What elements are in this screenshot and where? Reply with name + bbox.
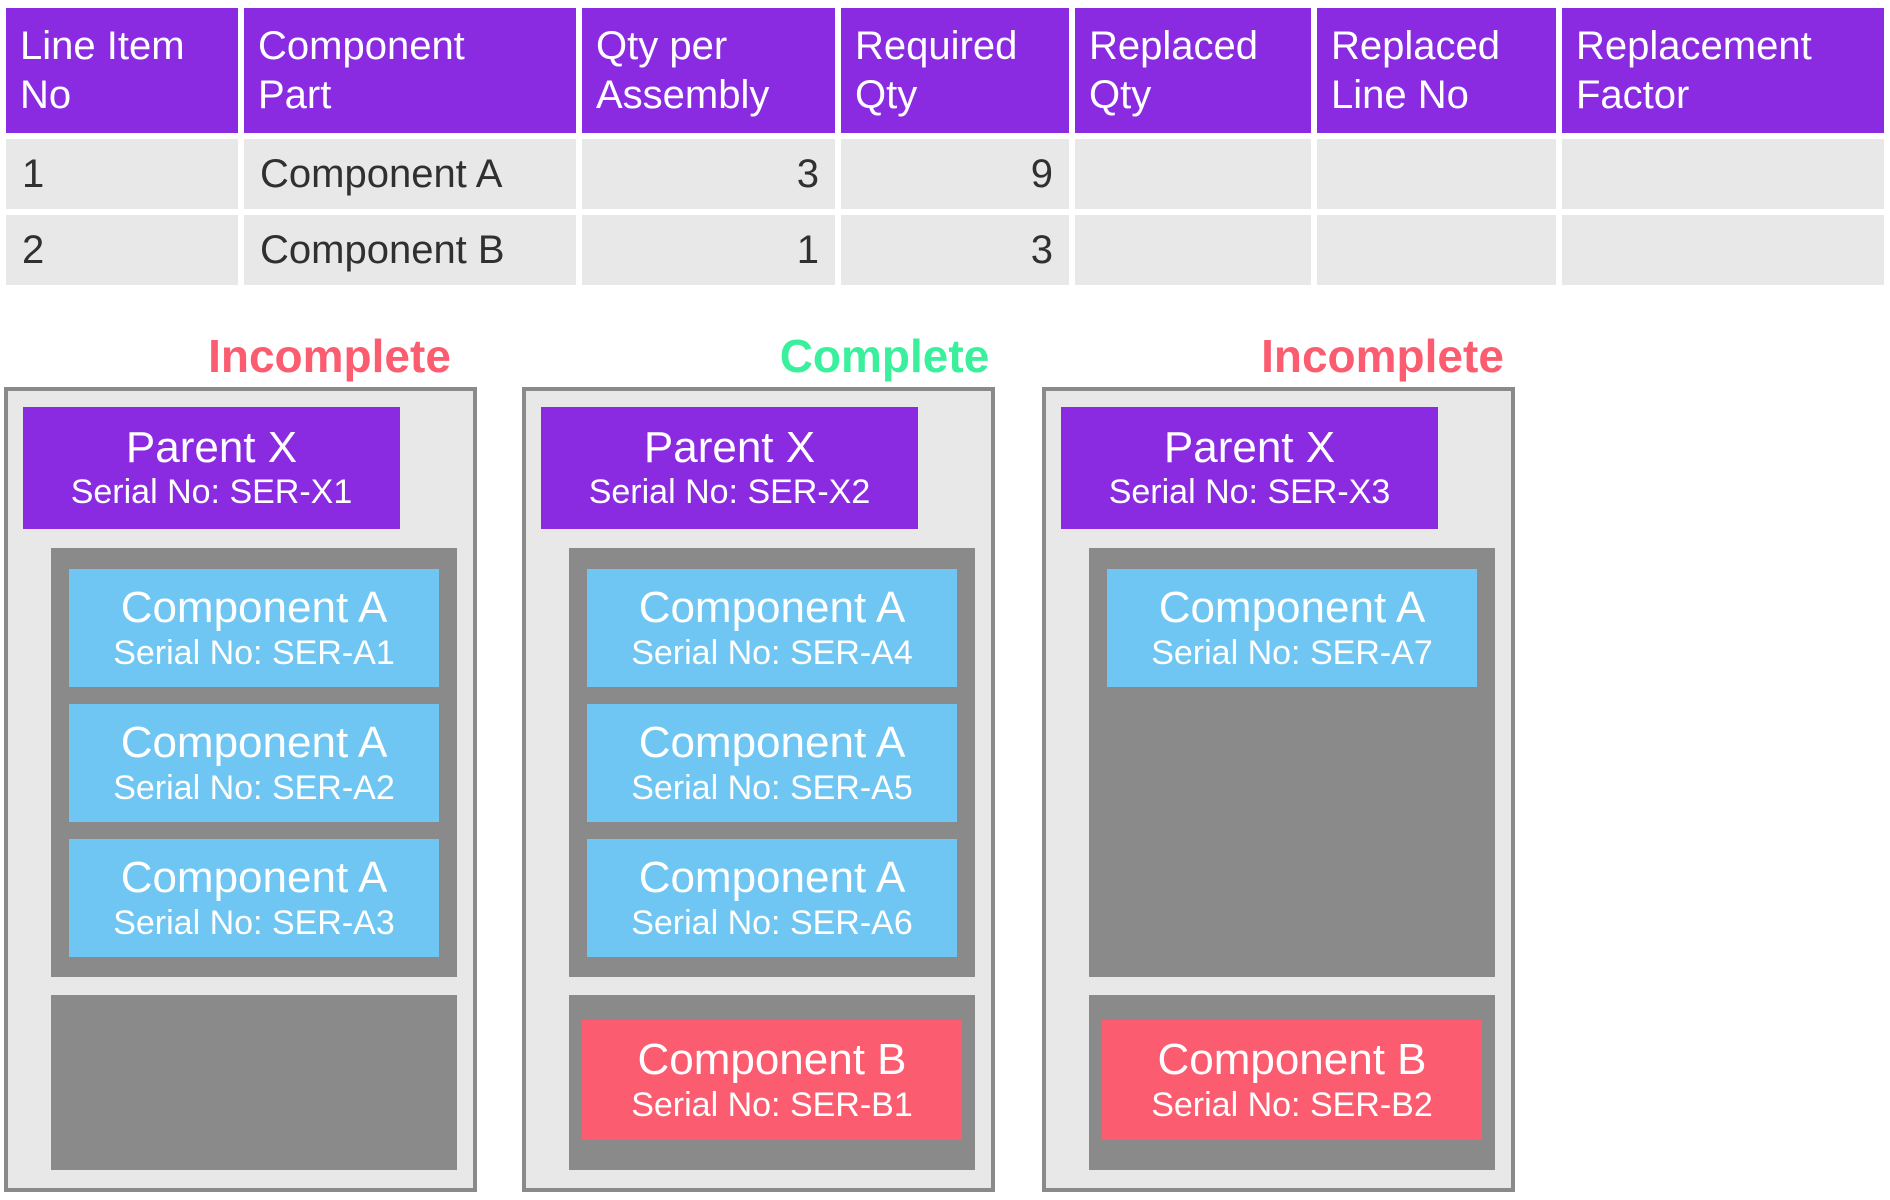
cell-component-part: Component B [244,215,576,285]
status-label-panel-1: Incomplete [208,330,451,382]
component-a-slot-group: Component A Serial No: SER-A4 Component … [569,548,975,977]
component-a-box: Component A Serial No: SER-A5 [587,704,957,822]
component-title: Component A [120,582,388,632]
cell-replacement-factor [1562,215,1884,285]
component-serial: Serial No: SER-A7 [1151,633,1433,672]
component-a-box: Component A Serial No: SER-A2 [69,704,439,822]
component-title: Component A [120,852,388,902]
component-b-slot-group: Component B Serial No: SER-B2 [1089,995,1495,1170]
component-a-box: Component A Serial No: SER-A3 [69,839,439,957]
component-serial: Serial No: SER-A1 [113,633,395,672]
col-header-component-part: Component Part [244,8,576,133]
component-title: Component B [637,1034,907,1084]
table-header-row: Line Item No Component Part Qty per Asse… [6,8,1884,133]
assembly-panel-1: Parent X Serial No: SER-X1 Component A S… [4,387,477,1192]
col-header-qty-per-assembly: Qty per Assembly [582,8,835,133]
cell-required-qty: 3 [841,215,1069,285]
component-title: Component A [638,717,906,767]
component-a-box: Component A Serial No: SER-A6 [587,839,957,957]
component-a-box: Component A Serial No: SER-A7 [1107,569,1477,687]
table-row: 1 Component A 3 9 [6,139,1884,209]
parent-title: Parent X [125,423,298,473]
parent-box: Parent X Serial No: SER-X1 [23,407,400,529]
cell-line-item-no: 2 [6,215,238,285]
component-b-box: Component B Serial No: SER-B1 [582,1020,962,1140]
cell-replacement-factor [1562,139,1884,209]
component-serial: Serial No: SER-A3 [113,903,395,942]
parent-box: Parent X Serial No: SER-X3 [1061,407,1438,529]
assembly-panel-3: Parent X Serial No: SER-X3 Component A S… [1042,387,1515,1192]
component-serial: Serial No: SER-B2 [1151,1085,1433,1124]
component-title: Component A [638,582,906,632]
cell-replaced-qty [1075,139,1311,209]
component-title: Component A [1158,582,1426,632]
col-header-line-item-no: Line Item No [6,8,238,133]
component-serial: Serial No: SER-A5 [631,768,913,807]
col-header-replacement-factor: Replacement Factor [1562,8,1884,133]
component-title: Component B [1157,1034,1427,1084]
cell-required-qty: 9 [841,139,1069,209]
col-header-replaced-qty: Replaced Qty [1075,8,1311,133]
parent-title: Parent X [1163,423,1336,473]
component-a-slot-group: Component A Serial No: SER-A7 [1089,548,1495,977]
component-a-slot-group: Component A Serial No: SER-A1 Component … [51,548,457,977]
parent-serial: Serial No: SER-X1 [70,473,353,512]
cell-component-part: Component A [244,139,576,209]
component-b-slot-group-empty [51,995,457,1170]
component-b-slot-group: Component B Serial No: SER-B1 [569,995,975,1170]
cell-replaced-line-no [1317,139,1556,209]
component-a-box: Component A Serial No: SER-A4 [587,569,957,687]
col-header-required-qty: Required Qty [841,8,1069,133]
component-b-box: Component B Serial No: SER-B2 [1102,1020,1482,1140]
parent-box: Parent X Serial No: SER-X2 [541,407,918,529]
component-serial: Serial No: SER-A2 [113,768,395,807]
status-label-panel-3: Incomplete [1261,330,1504,382]
cell-qty-per-assembly: 3 [582,139,835,209]
col-header-replaced-line-no: Replaced Line No [1317,8,1556,133]
parent-serial: Serial No: SER-X3 [1108,473,1391,512]
status-label-panel-2: Complete [779,330,990,382]
component-a-box: Component A Serial No: SER-A1 [69,569,439,687]
component-title: Component A [638,852,906,902]
table-header: Line Item No Component Part Qty per Asse… [6,8,1884,133]
component-title: Component A [120,717,388,767]
component-serial: Serial No: SER-B1 [631,1085,913,1124]
cell-line-item-no: 1 [6,139,238,209]
table-row: 2 Component B 1 3 [6,215,1884,285]
cell-replaced-qty [1075,215,1311,285]
parent-serial: Serial No: SER-X2 [588,473,871,512]
assembly-panel-2: Parent X Serial No: SER-X2 Component A S… [522,387,995,1192]
cell-qty-per-assembly: 1 [582,215,835,285]
cell-replaced-line-no [1317,215,1556,285]
bom-table: Line Item No Component Part Qty per Asse… [0,2,1890,291]
parent-title: Parent X [643,423,816,473]
component-serial: Serial No: SER-A6 [631,903,913,942]
component-serial: Serial No: SER-A4 [631,633,913,672]
